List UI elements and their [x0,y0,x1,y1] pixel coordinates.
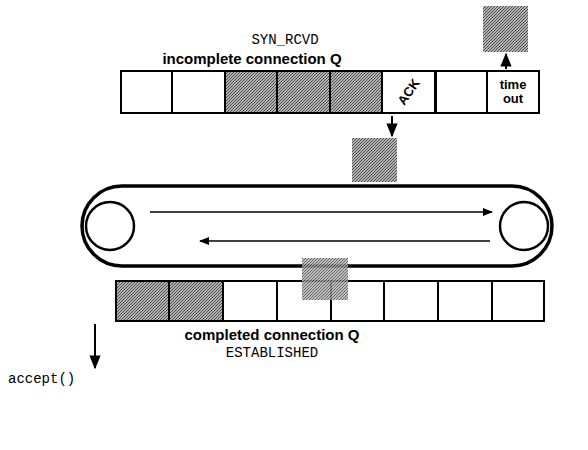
ack-cell: ACK [381,72,437,112]
timed-out-entry [483,6,528,52]
text-holder: ESTABLISHED [142,345,402,362]
queue-title: completed connection Q [112,326,432,344]
queued-entry [225,72,382,112]
queue-dividers [172,70,487,114]
incomplete-queue: SYN_RCVDincomplete connection QACKtime o… [120,70,540,114]
belt-roller [500,202,548,250]
text-holder: time out [488,72,538,112]
queue-title: incomplete connection Q [92,50,412,68]
belt-arrow [200,240,490,242]
timeout-arrow [505,54,507,69]
text-holder: completed connection Q [112,326,432,344]
arriving-entry [302,258,348,300]
text-holder: ACK [383,72,435,112]
belt-roller [86,202,134,250]
queue-dividers [169,280,492,322]
accept-arrow [94,324,96,368]
queue-state: SYN_RCVD [155,32,415,49]
queue-state: ESTABLISHED [142,345,402,362]
completed-queue: completed connection QESTABLISHED [115,280,545,322]
ack-arrow [391,116,393,136]
function-call: accept() [8,371,75,388]
label-holder: accept() [8,371,75,388]
cell-label: time out [491,78,535,107]
moving-entry [352,138,397,182]
timeout-cell: time out [486,72,538,112]
text-holder: SYN_RCVD [155,32,415,49]
text-holder: incomplete connection Q [92,50,412,68]
conveyor-belt [82,186,552,266]
cell-label: ACK [395,76,423,107]
belt-arrow [150,211,492,213]
